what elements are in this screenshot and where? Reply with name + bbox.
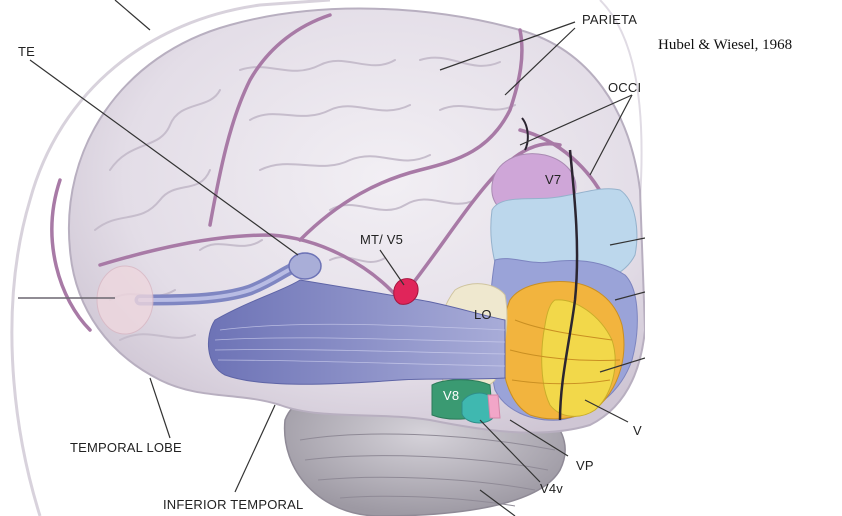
eye-region [97,266,153,334]
pink-area [488,395,500,418]
mt-v5-label: MT/ V5 [360,232,403,247]
v8-label: V8 [443,388,459,403]
vp-label: VP [576,458,594,473]
lo-label: LO [474,307,492,322]
lgn-body [289,253,321,279]
v-edge-label: V [633,423,642,438]
parietal-label: PARIETA [582,12,637,27]
brain-illustration: TE PARIETA OCCI MT/ V5 V7 LO V8 VP V4v V… [0,0,645,516]
v7-label: V7 [545,172,561,187]
v4v-label: V4v [540,481,563,496]
brain-drawing [0,0,645,516]
te-label: TE [18,44,35,59]
occipital-label: OCCI [608,80,641,95]
inferior-temporal-label: INFERIOR TEMPORAL [163,497,303,512]
citation-text: Hubel & Wiesel, 1968 [658,37,792,54]
temporal-lobe-label: TEMPORAL LOBE [70,440,182,455]
